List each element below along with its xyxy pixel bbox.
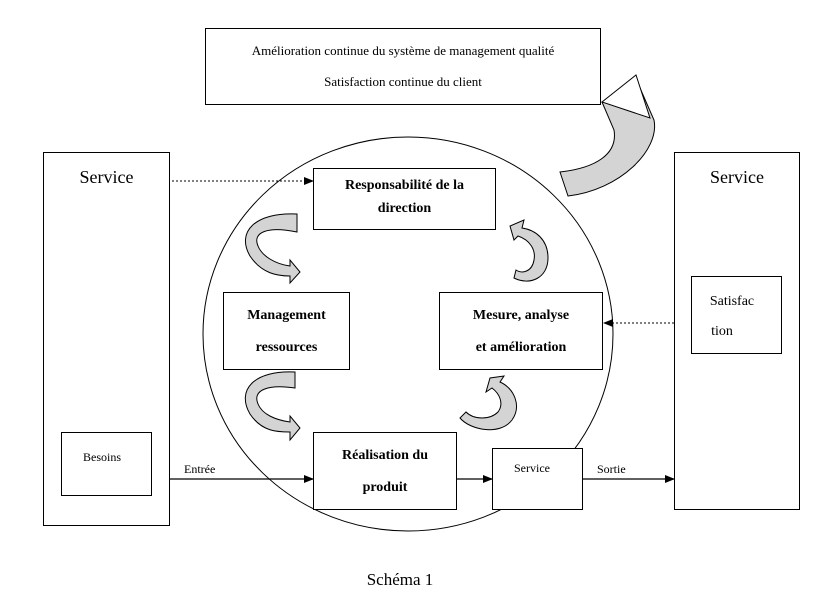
responsabilite-box: Responsabilité de la direction (313, 168, 496, 230)
mesure-box: Mesure, analyse et amélioration (439, 292, 603, 370)
sortie-label: Sortie (597, 462, 626, 476)
improvement-arrow-head (600, 74, 651, 119)
management-line-1: Management (247, 308, 326, 323)
satisfaction-line-2: tion (711, 324, 733, 339)
satisfaction-line-1: Satisfac (709, 294, 755, 309)
top-line-1: Amélioration continue du système de mana… (251, 43, 555, 58)
curve-arrow-mgmt-to-real (244, 371, 301, 442)
mesure-line-2: et amélioration (475, 340, 567, 355)
satisfaction-box: Satisfac tion (691, 276, 782, 354)
process-circle (202, 136, 614, 532)
service-output-label: Service (514, 461, 550, 475)
mesure-line-1: Mesure, analyse (472, 308, 570, 323)
service-output-box: Service (492, 448, 583, 510)
realisation-box: Réalisation du produit (313, 432, 457, 510)
caption: Schéma 1 (366, 570, 434, 589)
needs-box: Besoins (61, 432, 152, 496)
management-line-2: ressources (255, 340, 318, 355)
realisation-line-2: produit (362, 480, 408, 495)
realisation-line-1: Réalisation du (342, 448, 428, 463)
responsabilite-line-1: Responsabilité de la (344, 178, 464, 193)
top-line-2: Satisfaction continue du client (324, 74, 482, 89)
responsabilite-line-2: direction (377, 201, 432, 216)
curve-arrow-mes-to-resp (509, 219, 549, 282)
management-box: Management ressources (223, 292, 350, 370)
needs-label: Besoins (82, 450, 121, 464)
curve-arrow-real-to-mes (459, 375, 517, 431)
top-improvement-box: Amélioration continue du système de mana… (205, 28, 601, 105)
improvement-curved-arrow (559, 86, 656, 197)
left-service-title: Service (79, 167, 134, 187)
entree-label: Entrée (184, 462, 216, 476)
right-service-title: Service (710, 167, 764, 187)
curve-arrow-resp-to-mgmt (244, 213, 301, 285)
